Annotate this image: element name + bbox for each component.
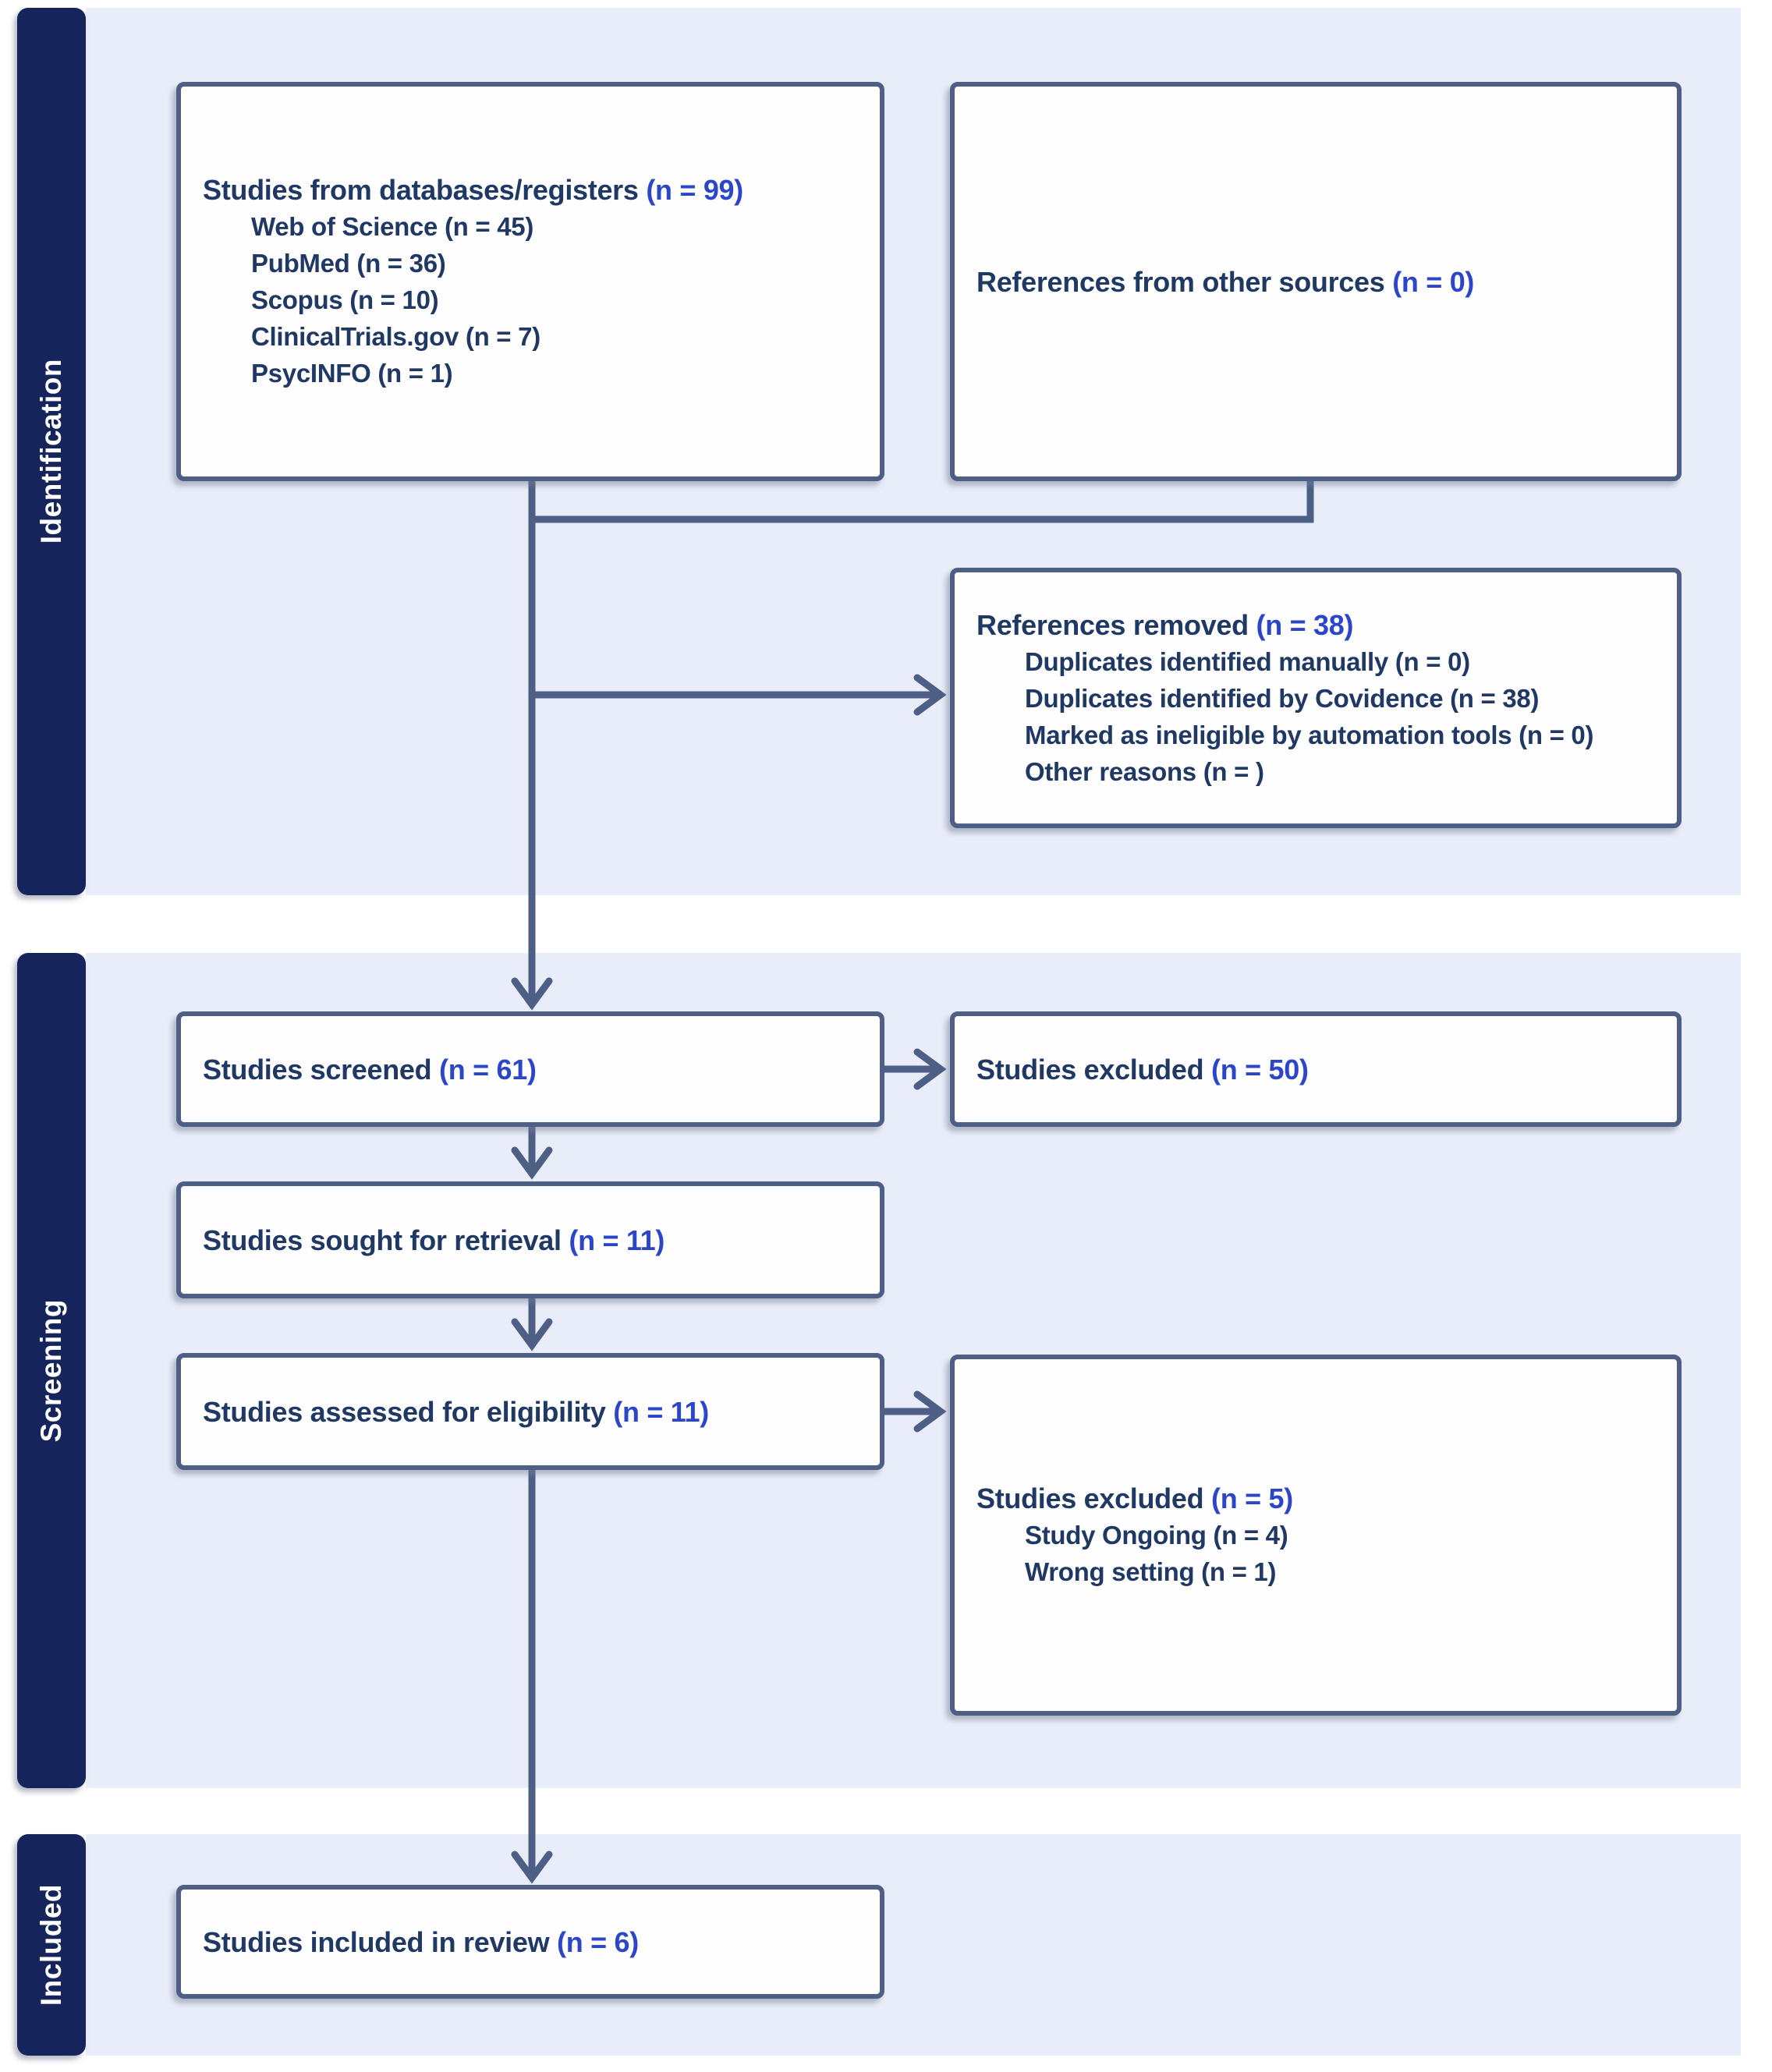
box-databases-item: PsycINFO (n = 1) [251,359,453,388]
box-excluded-assessed-title: Studies excluded (n = 5) [976,1480,1661,1517]
box-screened-title: Studies screened (n = 61) [203,1051,864,1088]
sidebar-included: Included [17,1834,86,2056]
box-excluded-screened: Studies excluded (n = 50) [950,1011,1682,1127]
box-included: Studies included in review (n = 6) [176,1885,884,1999]
sidebar-included-label: Included [35,1883,67,2006]
sidebar-screening-label: Screening [35,1298,67,1443]
box-sought-title-text: Studies sought for retrieval [203,1224,562,1256]
box-assessed: Studies assessed for eligibility (n = 11… [176,1353,884,1470]
box-excluded-assessed-item: Wrong setting (n = 1) [1025,1557,1277,1586]
box-sought-count: (n = 11) [569,1224,665,1256]
box-included-title: Studies included in review (n = 6) [203,1924,864,1960]
box-databases-item: Web of Science (n = 45) [251,212,534,241]
box-references-removed-item: Other reasons (n = ) [1025,756,1264,786]
box-references-removed-item: Duplicates identified manually (n = 0) [1025,646,1470,676]
box-excluded-assessed-item: Study Ongoing (n = 4) [1025,1521,1288,1550]
box-references-removed-title: References removed (n = 38) [976,607,1661,643]
sidebar-screening: Screening [17,953,86,1788]
box-included-title-text: Studies included in review [203,1925,550,1958]
box-excluded-assessed-count: (n = 5) [1211,1482,1293,1514]
box-assessed-count: (n = 11) [613,1395,709,1428]
box-references-removed-count: (n = 38) [1256,608,1354,641]
box-screened-count: (n = 61) [439,1053,537,1086]
box-sought-title: Studies sought for retrieval (n = 11) [203,1222,864,1259]
box-screened-title-text: Studies screened [203,1053,432,1086]
box-included-count: (n = 6) [557,1925,639,1958]
box-assessed-title: Studies assessed for eligibility (n = 11… [203,1394,864,1430]
box-databases: Studies from databases/registers (n = 99… [176,82,884,481]
box-assessed-title-text: Studies assessed for eligibility [203,1395,606,1428]
box-excluded-screened-title-text: Studies excluded [976,1053,1204,1086]
box-references-removed-item: Marked as ineligible by automation tools… [1025,720,1594,749]
box-other-sources-title-text: References from other sources [976,265,1385,298]
box-databases-item: PubMed (n = 36) [251,249,446,278]
box-references-removed-title-text: References removed [976,608,1249,641]
sidebar-identification-label: Identification [35,359,67,544]
box-references-removed: References removed (n = 38) Duplicates i… [950,568,1682,828]
box-references-removed-item: Duplicates identified by Covidence (n = … [1025,683,1540,713]
box-excluded-screened-count: (n = 50) [1211,1053,1309,1086]
box-excluded-assessed: Studies excluded (n = 5) Study Ongoing (… [950,1355,1682,1716]
box-excluded-screened-title: Studies excluded (n = 50) [976,1051,1661,1088]
box-screened: Studies screened (n = 61) [176,1011,884,1127]
box-databases-item: Scopus (n = 10) [251,285,439,314]
sidebar-identification: Identification [17,8,86,895]
box-excluded-assessed-title-text: Studies excluded [976,1482,1204,1514]
box-databases-title-text: Studies from databases/registers [203,174,639,206]
box-databases-count: (n = 99) [646,174,743,206]
box-other-sources-count: (n = 0) [1392,265,1475,298]
box-databases-title: Studies from databases/registers (n = 99… [203,172,864,208]
box-sought: Studies sought for retrieval (n = 11) [176,1181,884,1298]
box-other-sources: References from other sources (n = 0) [950,82,1682,481]
box-databases-item: ClinicalTrials.gov (n = 7) [251,322,540,351]
box-other-sources-title: References from other sources (n = 0) [976,264,1661,300]
